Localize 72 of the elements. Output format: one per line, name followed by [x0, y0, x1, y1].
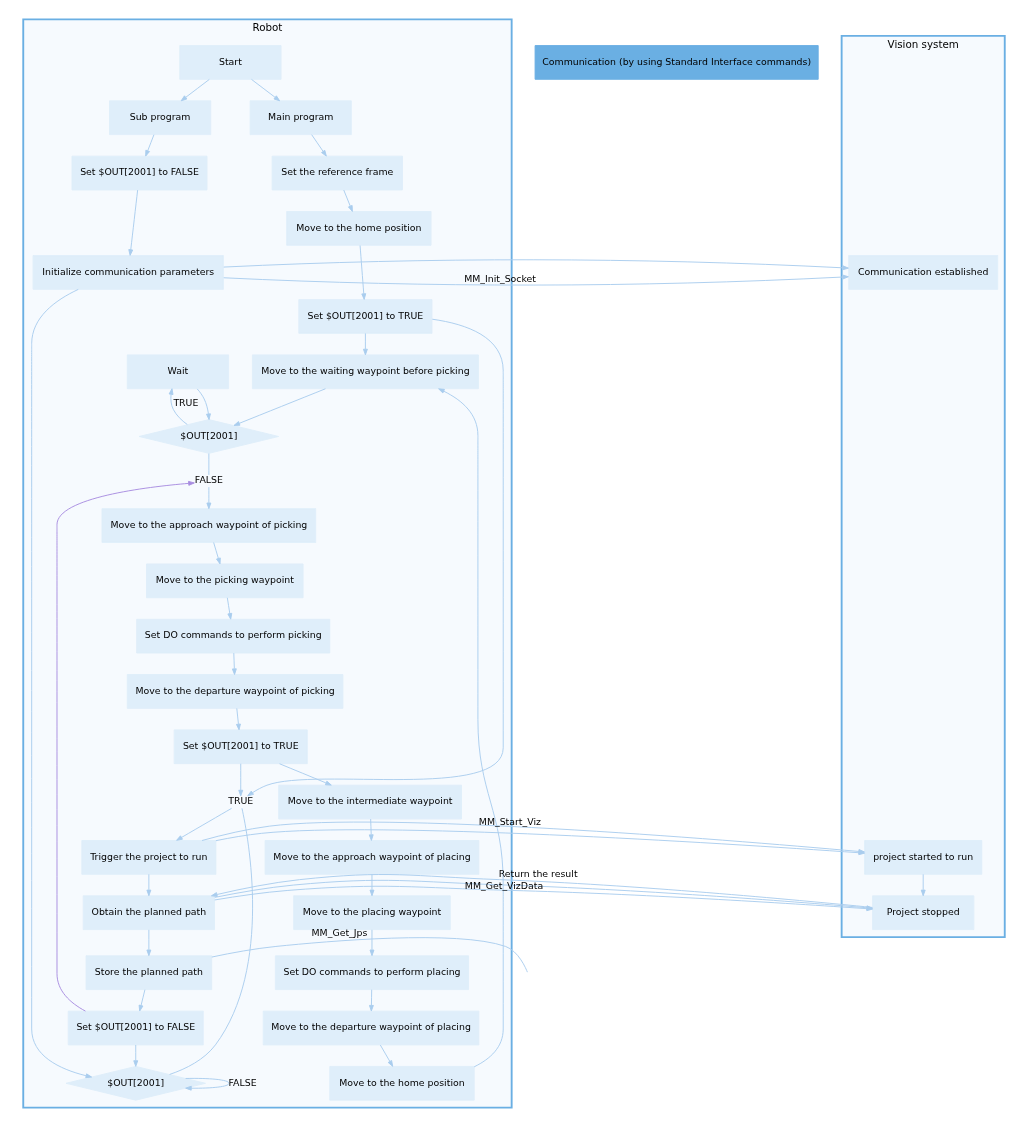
node-box: Set $OUT[2001] to FALSE [67, 1010, 204, 1046]
arrow [206, 486, 212, 510]
arrow [223, 259, 849, 286]
arrow [168, 388, 188, 425]
arrow [251, 78, 281, 102]
node-box: Move to the approach waypoint of placing [264, 840, 480, 875]
edge-label: TRUE [173, 397, 199, 409]
node-box: Set $OUT[2001] to TRUE [173, 729, 308, 765]
node-box: Wait [126, 354, 229, 390]
arrow [133, 1044, 139, 1067]
arrow [247, 318, 504, 797]
arrow [369, 929, 375, 957]
arrow [31, 288, 93, 1079]
arrow [920, 873, 926, 897]
arrow [368, 818, 374, 841]
node-box: project started to run [864, 840, 983, 875]
arrow [56, 480, 195, 1012]
arrow [359, 245, 367, 300]
arrow [146, 929, 152, 957]
node-box: Set DO commands to perform picking [136, 618, 331, 654]
node-box: Store the planned path [85, 955, 213, 991]
arrow [369, 989, 374, 1012]
arrow [226, 597, 233, 620]
node-diamond: $OUT[2001] [65, 1065, 206, 1101]
node-box: Move to the waiting waypoint before picking [252, 354, 479, 390]
connector [208, 453, 210, 476]
node-box: Main program [249, 100, 352, 136]
node-box: Start [179, 45, 282, 80]
node-box: Trigger the project to run [81, 840, 217, 875]
node-box: Move to the picking waypoint [146, 563, 304, 599]
arrow [185, 1077, 230, 1091]
arrow [279, 763, 332, 786]
node-box: Move to the departure waypoint of picking [126, 674, 344, 709]
node-text: TRUE [228, 795, 254, 807]
arrow [438, 388, 504, 1068]
arrow [343, 189, 353, 212]
arrow [180, 78, 210, 102]
node-box: Sub program [109, 100, 212, 136]
node-box: Project stopped [872, 895, 975, 931]
node-box: Set $OUT[2001] to FALSE [71, 155, 208, 191]
arrow [238, 763, 244, 797]
node-box: Move to the intermediate waypoint [278, 784, 462, 820]
arrow [128, 189, 139, 256]
arrow [233, 388, 326, 426]
connector [211, 937, 528, 973]
arrow [236, 707, 241, 731]
arrow [311, 134, 327, 157]
arrow [213, 542, 221, 565]
arrow [145, 134, 155, 157]
edge-label: MM_Get_VizData [464, 879, 544, 891]
node-box: Move to the departure waypoint of placing [262, 1010, 480, 1046]
arrow [138, 989, 146, 1012]
node-box: Set $OUT[2001] to TRUE [298, 299, 433, 334]
node-box: Initialize communication parameters [32, 255, 224, 290]
node-box: Move to the home position [286, 211, 432, 246]
node-box: Move to the home position [329, 1065, 475, 1101]
arrow [146, 873, 152, 897]
arrow [176, 807, 233, 841]
arrow [196, 388, 211, 421]
edge-label: FALSE [228, 1076, 257, 1088]
node-box: Move to the approach waypoint of picking [101, 508, 317, 543]
arrow [379, 1044, 394, 1067]
arrow [231, 652, 237, 675]
node-box: Communication established [848, 255, 999, 290]
node-box: Obtain the planned path [82, 895, 215, 931]
node-box: Set the reference frame [271, 155, 403, 191]
node-box: Communication (by using Standard Interface commands) [534, 45, 819, 80]
connector [169, 807, 254, 1075]
node-box: Set DO commands to perform placing [274, 955, 469, 991]
arrow [362, 332, 368, 356]
node-text: FALSE [194, 474, 223, 486]
arrow [369, 873, 375, 897]
